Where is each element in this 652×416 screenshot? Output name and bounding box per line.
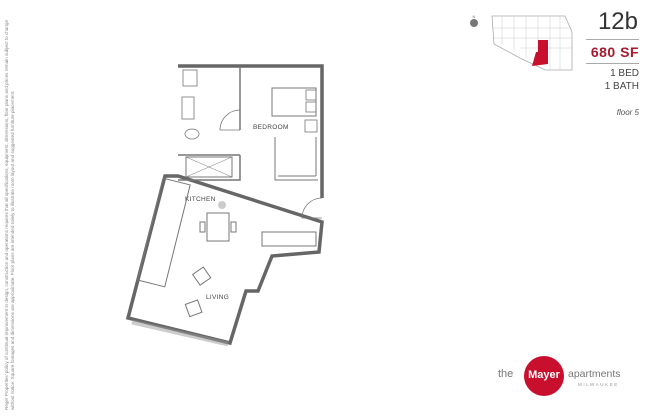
north-arrow: N [470, 14, 478, 27]
shower-cross [185, 156, 233, 178]
dining-chair [199, 221, 206, 233]
bedrooms: 1 BED [610, 68, 639, 79]
north-label: N [472, 14, 476, 19]
unit-name: 12b [597, 8, 638, 35]
bathroom-wall [178, 66, 241, 181]
brand-logo: the Mayer apartments MILWAUKEE [498, 356, 648, 396]
exterior-wall [125, 64, 324, 346]
bench [261, 231, 317, 247]
square-footage: 680 SF [590, 44, 639, 60]
logo-city: MILWAUKEE [578, 382, 619, 387]
vanity [182, 69, 198, 87]
counter [136, 177, 191, 288]
sink [181, 96, 195, 120]
entry-door [301, 197, 323, 219]
divider [586, 39, 639, 40]
closet [274, 137, 318, 181]
chair [191, 266, 212, 286]
room-label-living: LIVING [206, 294, 230, 301]
nightstand [304, 119, 318, 133]
shower [185, 156, 233, 178]
logo-suffix: apartments [568, 368, 621, 380]
logo-circle [524, 356, 564, 396]
chair [184, 299, 203, 318]
window [131, 319, 229, 347]
toilet [184, 128, 200, 140]
pillow [305, 101, 317, 113]
dining-table [206, 212, 230, 242]
light-fixture [218, 201, 226, 209]
room-label-bedroom: BEDROOM [253, 124, 289, 131]
logo-prefix: the [498, 368, 514, 380]
unit-highlight [532, 40, 548, 66]
key-plan [491, 15, 573, 71]
floor-number: floor 5 [616, 108, 639, 117]
north-arrow-icon [470, 19, 478, 27]
divider [586, 63, 639, 64]
logo-name: Mayer [528, 369, 560, 381]
bathrooms: 1 BATH [604, 81, 639, 92]
dining-chair [230, 221, 237, 233]
pillow [305, 89, 317, 101]
room-label-kitchen: KITCHEN [185, 196, 216, 203]
bedroom-door [219, 109, 241, 131]
